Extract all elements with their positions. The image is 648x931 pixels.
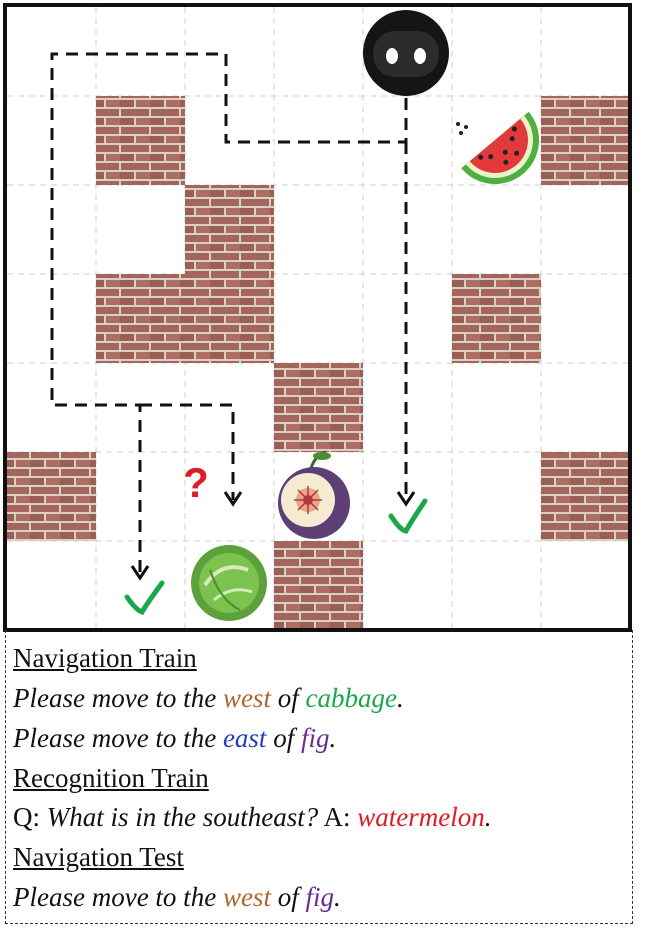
paths xyxy=(50,52,408,574)
arrowheads xyxy=(130,491,416,581)
a-label: A: xyxy=(318,802,358,832)
arrowhead xyxy=(130,565,150,581)
checkmark-icon xyxy=(388,498,428,534)
text: of xyxy=(270,683,306,713)
text: . xyxy=(484,802,492,832)
text: Please move to the xyxy=(13,882,223,912)
question-text: What is in the southeast? xyxy=(46,802,319,832)
object-word: fig xyxy=(305,882,334,912)
arrowhead xyxy=(396,491,416,507)
direction-word: west xyxy=(222,882,271,912)
seed-dots xyxy=(456,122,468,135)
answer-text: watermelon xyxy=(357,802,485,832)
direction-word: east xyxy=(222,723,267,753)
text: of xyxy=(266,723,301,753)
arrowhead xyxy=(223,491,243,507)
text: of xyxy=(270,882,306,912)
nav-test-line-1: Please move to the west of fig. xyxy=(13,882,341,912)
brick-wall-cell xyxy=(541,452,630,541)
object-word: fig xyxy=(300,723,330,753)
text: Please move to the xyxy=(13,683,223,713)
nav-train-line-1: Please move to the west of cabbage. xyxy=(13,683,404,713)
path-to-cabbage-west xyxy=(50,52,408,574)
text: . xyxy=(329,723,337,753)
brick-wall-cell xyxy=(274,363,363,452)
instruction-panel: Navigation Train Please move to the west… xyxy=(5,630,633,924)
grid-world: ? xyxy=(3,3,632,632)
robot-icon xyxy=(363,10,449,96)
text: . xyxy=(333,882,341,912)
cabbage-icon xyxy=(191,545,267,621)
brick-wall-cell xyxy=(96,274,185,363)
navigation-test-heading: Navigation Test xyxy=(13,842,184,872)
object-word: cabbage xyxy=(305,683,397,713)
brick-wall-cell xyxy=(452,274,541,363)
direction-word: west xyxy=(222,683,271,713)
brick-wall-cell xyxy=(7,452,96,541)
brick-wall-cell xyxy=(274,541,363,630)
brick-wall-cell xyxy=(185,185,274,274)
recognition-train-heading: Recognition Train xyxy=(13,763,209,793)
text: . xyxy=(396,683,404,713)
navigation-train-heading: Navigation Train xyxy=(13,643,197,673)
question-mark: ? xyxy=(183,459,209,506)
brick-wall-cell xyxy=(185,274,274,363)
rec-train-line: Q: What is in the southeast? A: watermel… xyxy=(13,802,492,832)
watermelon-icon xyxy=(461,111,539,184)
brick-wall-cell xyxy=(96,96,185,185)
text: Please move to the xyxy=(13,723,223,753)
fig-icon xyxy=(278,450,350,539)
q-label: Q: xyxy=(13,802,47,832)
checkmark-icon xyxy=(124,580,165,616)
nav-train-line-2: Please move to the east of fig. xyxy=(13,723,336,753)
path-to-fig-west xyxy=(140,403,235,500)
walls xyxy=(7,96,630,630)
brick-wall-cell xyxy=(541,96,630,185)
